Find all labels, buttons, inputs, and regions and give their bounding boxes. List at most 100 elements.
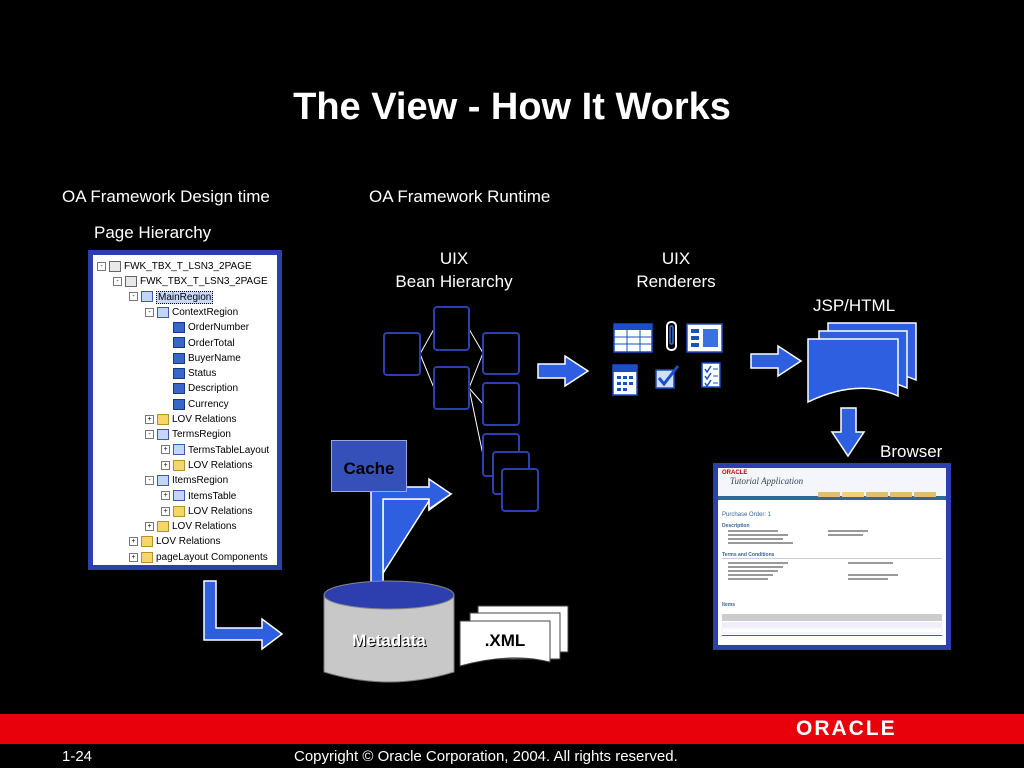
item-icon [173,398,185,410]
expand-icon[interactable]: + [129,537,138,547]
uix-renderers-label: UIX Renderers [636,249,716,291]
browser-header [718,468,946,496]
tree-node-label: LOV Relations [172,414,237,425]
tree-node[interactable]: OrderNumber [161,321,249,335]
bean-box [482,382,520,426]
collapse-icon[interactable]: - [145,430,154,440]
tree-node-label: ContextRegion [172,306,239,318]
tree-node-label: LOV Relations [172,521,237,533]
expand-icon[interactable]: + [129,552,138,562]
tree-node[interactable]: BuyerName [161,352,241,366]
copyright-text: Copyright © Oracle Corporation, 2004. Al… [294,748,678,765]
region-icon [141,291,153,303]
elbow-arrow-icon [369,477,453,593]
browser-app-title: Tutorial Application [730,476,804,486]
browser-tab[interactable] [842,492,864,497]
expand-icon[interactable]: + [161,445,170,455]
tree-node[interactable]: +ItemsTable [161,490,236,504]
tree-node-label: LOV Relations [188,459,253,471]
tree-node-label: TermsRegion [172,429,231,441]
paperclip-icon [666,321,677,351]
collapse-icon[interactable]: - [113,277,122,287]
tree-node[interactable]: Currency [161,398,229,412]
calendar-icon [612,364,638,396]
folder-icon [173,459,185,471]
browser-page-header: Purchase Order: 1 [722,512,772,518]
collapse-icon[interactable]: - [145,307,154,317]
tree-node[interactable]: Description [161,382,238,396]
tree-node-label: Description [188,383,239,395]
browser-label: Browser [880,442,943,461]
tree-node-label: Status [188,368,217,380]
region-icon [173,490,185,502]
xml-documents-icon [459,605,569,667]
browser-page: ORACLE Tutorial Application Purchase Ord… [718,468,946,645]
expand-icon[interactable]: + [161,506,170,516]
bean-box [383,332,421,376]
browser-section-items: Items [722,602,736,608]
page-icon [125,276,137,288]
renderer-table-icon [613,323,653,353]
browser-tab[interactable] [890,492,912,497]
browser-section-terms: Terms and Conditions [722,552,775,558]
bean-connectors [419,328,484,456]
folder-icon [141,536,153,548]
tree-node-label: OrderNumber [188,322,250,334]
region-icon [173,444,185,456]
jsp-html-label: JSP/HTML [813,296,896,315]
collapse-icon[interactable]: - [97,261,106,271]
browser-tab[interactable] [914,492,936,497]
tree-node[interactable]: - TermsRegion [145,428,231,442]
tree-node[interactable]: -FWK_TBX_T_LSN3_2PAGE [113,275,268,289]
tree-node[interactable]: -MainRegion [129,290,214,305]
tree-node[interactable]: +pageLayout Components [129,551,268,565]
arrow-down-icon [830,407,866,458]
design-time-label: OA Framework Design time [62,187,270,206]
slide-title: The View - How It Works [293,86,731,128]
tree-node-label: FWK_TBX_T_LSN3_2PAGE [124,261,252,272]
tree-node[interactable]: +TermsTableLayout [161,444,269,458]
tree-node[interactable]: + LOV Relations [145,520,236,534]
metadata-label: Metadata [352,631,426,650]
expand-icon[interactable]: + [145,521,154,531]
browser-tab-bar [718,496,946,500]
bean-box [433,306,470,351]
uix-bean-hierarchy-label: UIX Bean Hierarchy [395,249,513,291]
item-icon [173,322,185,334]
tree-content: -FWK_TBX_T_LSN3_2PAGE-FWK_TBX_T_LSN3_2PA… [93,255,277,565]
expand-icon[interactable]: + [161,491,170,501]
tree-node[interactable]: + LOV Relations [145,413,236,427]
tree-node[interactable]: +LOV Relations [161,505,252,519]
tree-node[interactable]: OrderTotal [161,337,235,351]
bean-box [433,366,470,410]
oracle-logo: ORACLE [796,717,897,740]
jsp-html-documents-icon [807,322,917,404]
arrow-right-icon [750,344,803,378]
collapse-icon[interactable]: - [129,292,138,302]
page-hierarchy-tree: -FWK_TBX_T_LSN3_2PAGE-FWK_TBX_T_LSN3_2PA… [88,250,282,570]
expand-icon[interactable]: + [145,414,154,424]
region-icon [157,475,169,487]
tree-node[interactable]: Status [161,367,216,381]
tree-node[interactable]: - ItemsRegion [145,474,228,488]
tree-node-label: Currency [188,398,229,410]
xml-label: .XML [484,631,526,650]
checkbox-icon [655,365,680,389]
tree-node-label: ItemsRegion [172,475,229,487]
item-icon [173,367,185,379]
region-icon [157,429,169,441]
tree-node[interactable]: - FWK_TBX_T_LSN3_2PAGE [97,260,252,274]
collapse-icon[interactable]: - [145,476,154,486]
tree-node[interactable]: + LOV Relations [161,459,252,473]
page-icon [109,260,121,272]
browser-tab[interactable] [818,492,840,497]
tree-node[interactable]: - ContextRegion [145,306,238,320]
browser-oracle-logo: ORACLE [722,470,748,476]
expand-icon[interactable]: + [161,460,170,470]
tree-node[interactable]: +LOV Relations [129,535,220,549]
browser-tab[interactable] [866,492,888,497]
bean-box [501,468,539,512]
bean-boxes [383,306,539,512]
arrow-right-icon [537,354,590,388]
bean-box [482,332,520,375]
